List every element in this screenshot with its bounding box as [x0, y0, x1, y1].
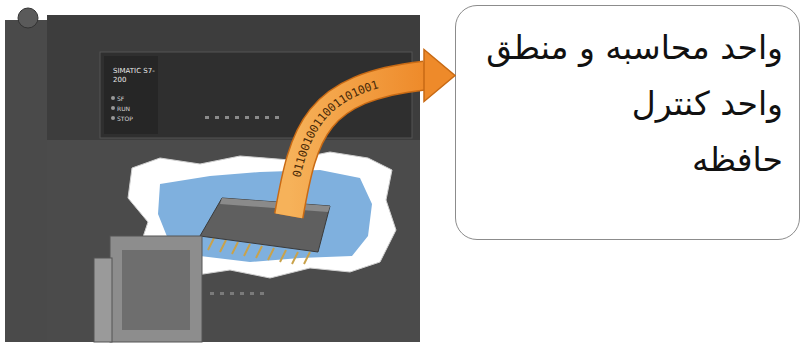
callout-box: واحد محاسبه و منطقواحد کنترلحافظه: [455, 5, 800, 240]
mounting-strip: [5, 20, 47, 342]
output-indicators: [210, 292, 264, 295]
binary-data-path: 0110010011001101001: [290, 77, 381, 178]
connector-socket: [122, 250, 190, 330]
plc-unit: SIMATIC S7-200: [5, 5, 435, 345]
status-led-label: STOP: [117, 115, 133, 122]
arrow-band: [289, 76, 425, 216]
model-name: SIMATIC S7-200: [113, 67, 159, 85]
component-name: واحد محاسبه و منطق: [466, 20, 783, 76]
component-name: حافظه: [466, 132, 783, 188]
plc-top-panel: [47, 15, 420, 140]
mounting-clip: [18, 8, 38, 28]
connector-module: [110, 236, 202, 342]
cpu-chip: [200, 198, 330, 252]
status-led-label: SF: [117, 95, 124, 102]
input-indicators: [205, 116, 279, 119]
plc-lower-panel: [47, 140, 420, 342]
plc-bezel: [100, 52, 412, 138]
arrow-head: [424, 50, 455, 102]
cpu-chip-edge: [220, 198, 330, 212]
component-name: واحد کنترل: [466, 76, 783, 132]
status-led: [111, 96, 115, 100]
plc-body: [47, 15, 420, 342]
connector-latch: [94, 258, 112, 342]
status-led: [111, 106, 115, 110]
plc-status-panel: [104, 56, 158, 134]
binary-data: 0110010011001101001: [290, 77, 381, 178]
data-flow-arrow: 0110010011001101001: [289, 50, 455, 216]
status-led: [111, 116, 115, 120]
status-led-label: RUN: [117, 105, 130, 112]
arrow-outline: [289, 76, 425, 216]
